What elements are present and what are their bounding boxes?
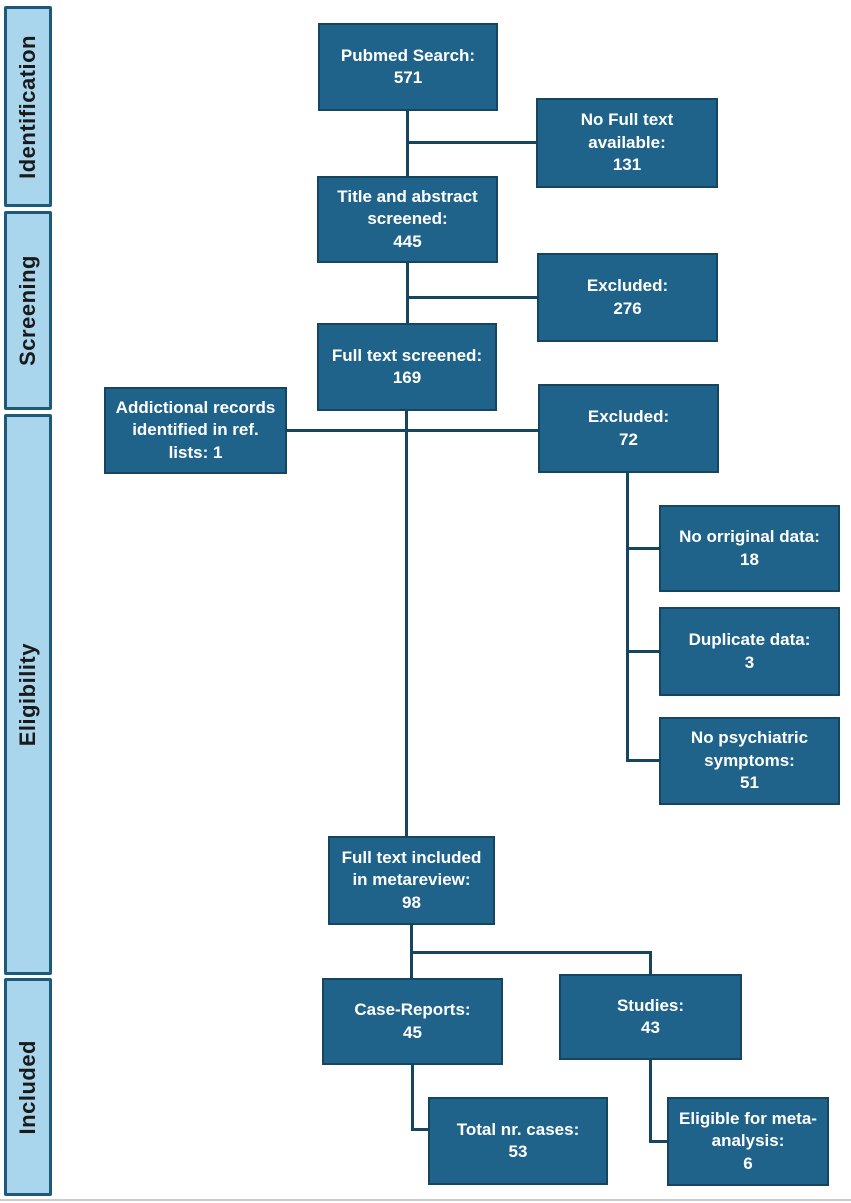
node-no-original-data: No orriginal data: 18 (659, 505, 840, 592)
stage-included-label: Included (15, 1039, 40, 1135)
connector-additional-and-excluded-72 (287, 429, 538, 432)
connector-branch-no-full-text (406, 141, 536, 144)
connector-split-case-studies (410, 951, 652, 954)
node-no-full-text: No Full text available: 131 (536, 98, 718, 188)
stage-eligibility-label: Eligibility (15, 642, 40, 747)
node-case-reports: Case-Reports: 45 (322, 978, 503, 1065)
connector-title-to-screened (406, 263, 409, 323)
connector-excluded-72-stem (626, 473, 629, 762)
node-full-text-included: Full text included in metareview: 98 (328, 836, 495, 925)
node-total-cases: Total nr. cases: 53 (428, 1097, 608, 1185)
node-full-text-screened: Full text screened: 169 (317, 323, 497, 411)
node-no-psychiatric-symptoms: No psychiatric symptoms: 51 (659, 717, 840, 805)
connector-branch-no-psychiatric (626, 759, 659, 762)
connector-split-to-studies (649, 951, 652, 974)
connector-branch-eligible-meta (649, 1140, 667, 1143)
connector-screened-to-included (405, 411, 408, 836)
connector-branch-duplicate (626, 650, 659, 653)
node-excluded-72: Excluded: 72 (538, 384, 719, 473)
stage-included: Included (4, 978, 52, 1196)
connector-studies-stem (649, 1060, 652, 1143)
stage-screening-label: Screening (15, 255, 40, 366)
node-title-abstract-screened: Title and abstract screened: 445 (317, 176, 498, 263)
node-studies: Studies: 43 (559, 974, 742, 1060)
stage-eligibility: Eligibility (4, 414, 52, 975)
node-pubmed-search: Pubmed Search: 571 (318, 23, 498, 111)
node-eligible-meta-analysis: Eligible for meta- analysis: 6 (667, 1097, 829, 1186)
connector-branch-no-original (626, 547, 659, 550)
stage-identification-label: Identification (15, 34, 40, 179)
connector-branch-total-cases (411, 1128, 428, 1131)
stage-identification: Identification (4, 6, 52, 207)
connector-branch-excluded-276 (406, 296, 537, 299)
figure-bottom-border (0, 1199, 851, 1201)
connector-case-reports-stem (411, 1065, 414, 1131)
stage-screening: Screening (4, 211, 52, 410)
node-duplicate-data: Duplicate data: 3 (659, 607, 840, 696)
node-excluded-276: Excluded: 276 (537, 253, 718, 342)
node-additional-records: Addictional records identified in ref. l… (104, 387, 287, 474)
